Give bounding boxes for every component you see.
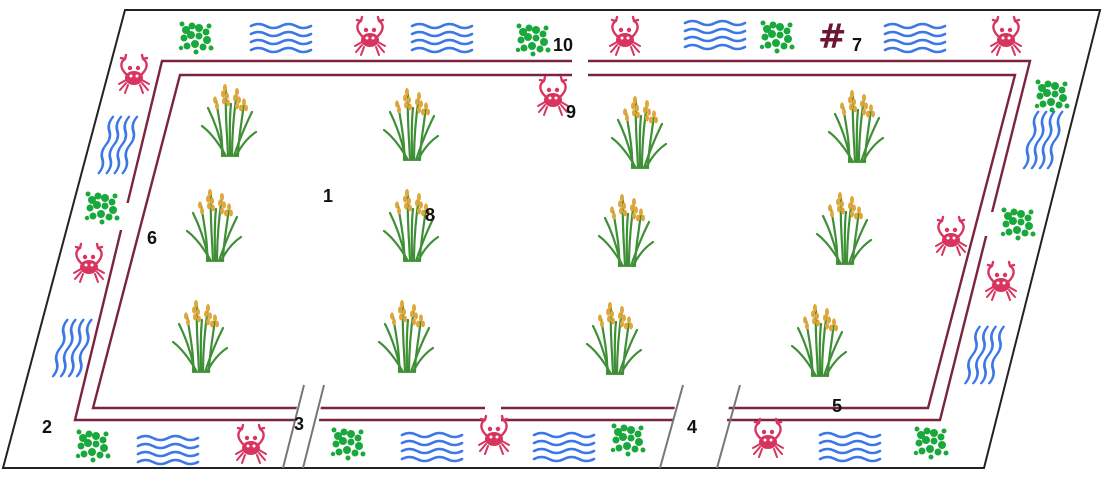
label-2: 2 <box>42 417 53 437</box>
label-10: 10 <box>553 35 574 55</box>
field-outer-border <box>1 9 1102 469</box>
label-7: 7 <box>852 35 863 55</box>
drainage-channels <box>282 384 741 469</box>
label-4: 4 <box>687 417 698 437</box>
inner-levee <box>91 73 1017 410</box>
label-8: 8 <box>425 205 436 225</box>
label-1: 1 <box>323 186 334 206</box>
label-6: 6 <box>147 228 158 248</box>
label-3: 3 <box>294 414 305 434</box>
label-9: 9 <box>566 102 577 122</box>
outer-levee <box>73 59 1032 422</box>
hash-icon: # <box>818 17 847 57</box>
label-5: 5 <box>832 396 843 416</box>
